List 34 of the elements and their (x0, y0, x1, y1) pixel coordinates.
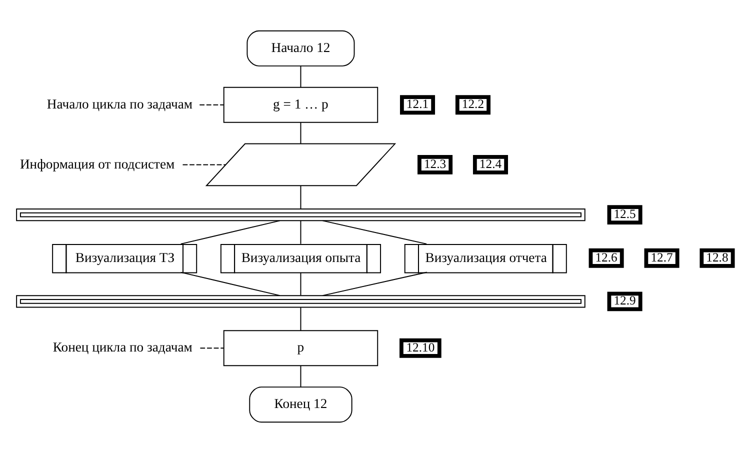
connector (180, 220, 280, 244)
label: 12.1 (406, 96, 429, 111)
connector (200, 347, 224, 348)
node-box: p (223, 330, 378, 366)
node-text: Конец цикла по задачам (52, 339, 192, 354)
label: 12.2 (462, 96, 484, 111)
connector (199, 104, 224, 105)
connector (300, 122, 302, 144)
label: 12.3 (424, 156, 446, 171)
connector (300, 364, 302, 388)
connector (182, 164, 226, 165)
connector (322, 220, 428, 244)
connector (300, 306, 302, 331)
connector (300, 272, 302, 296)
connector (300, 65, 302, 88)
node-parallelogram (205, 142, 396, 186)
label: 12.5 (614, 206, 636, 221)
node-box: Начало 12 (246, 30, 355, 66)
label: 12.4 (479, 156, 502, 171)
label: 12.6 (595, 250, 618, 264)
node-text: Информация от подсистем (20, 156, 175, 171)
node-box: Конец 12 (249, 386, 352, 422)
node-box: g = 1 … p (223, 86, 378, 122)
node-text: Начало цикла по задачам (46, 96, 192, 111)
node-bar (16, 294, 586, 308)
connector (322, 271, 428, 296)
label: 12.8 (706, 250, 728, 264)
connector (300, 220, 302, 244)
label: 12.10 (406, 340, 435, 354)
label: 12.9 (614, 293, 636, 308)
node-bar (16, 208, 586, 221)
connector (180, 271, 280, 296)
connector (300, 184, 302, 209)
label: 12.7 (650, 250, 673, 264)
